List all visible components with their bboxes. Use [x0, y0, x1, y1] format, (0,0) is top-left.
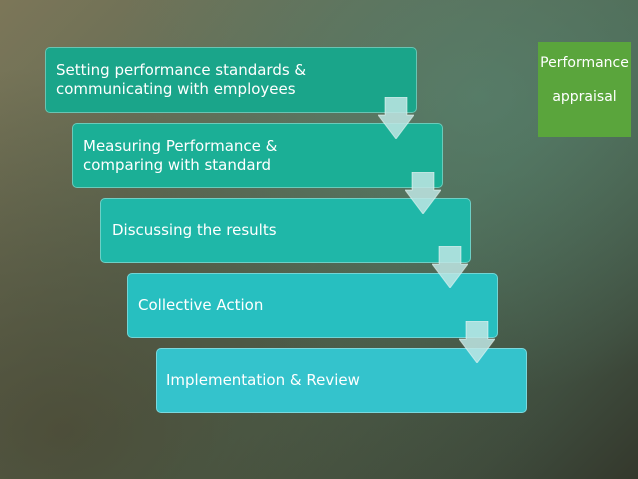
down-arrow-icon: [378, 97, 414, 139]
step-3-box: Discussing the results: [100, 198, 471, 263]
step-4-label: Collective Action: [138, 296, 264, 314]
step-3-label: Discussing the results: [112, 221, 277, 239]
down-arrow-icon: [459, 321, 495, 363]
down-arrow-icon: [432, 246, 468, 288]
step-5-box: Implementation & Review: [156, 348, 527, 413]
step-2-label: Measuring Performance & comparing with s…: [83, 136, 278, 174]
performance-appraisal-badge: Performance appraisal: [538, 42, 631, 137]
step-1-label: Setting performance standards & communic…: [56, 61, 307, 98]
step-1-box: Setting performance standards & communic…: [45, 47, 417, 113]
step-5-label: Implementation & Review: [166, 371, 360, 389]
badge-line-1: Performance: [540, 55, 629, 71]
down-arrow-icon: [405, 172, 441, 214]
badge-line-2: appraisal: [552, 89, 617, 105]
step-2-box: Measuring Performance & comparing with s…: [72, 123, 443, 188]
step-4-box: Collective Action: [127, 273, 498, 338]
